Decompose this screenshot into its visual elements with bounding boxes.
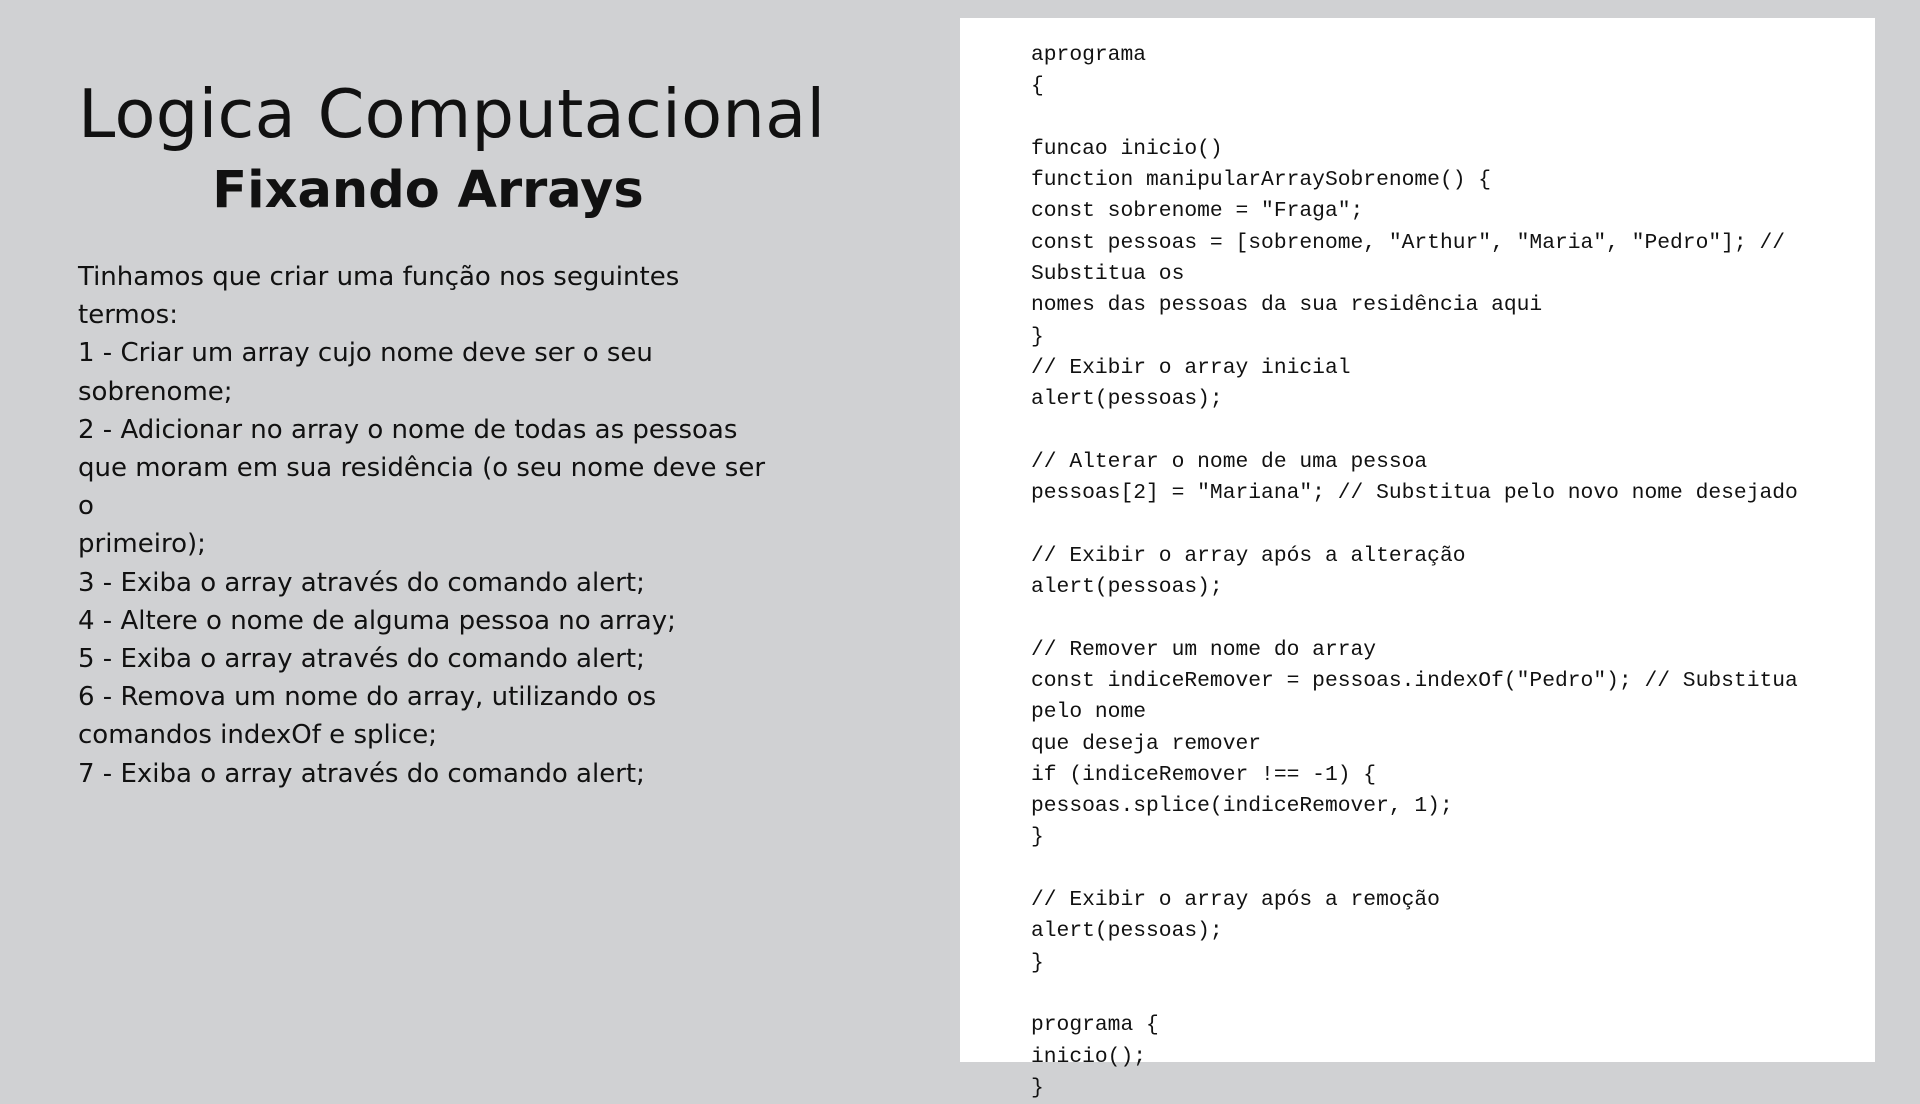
code-card: aprograma { funcao inicio() function man… (960, 18, 1875, 1100)
code-listing: aprograma { funcao inicio() function man… (1031, 43, 1798, 1100)
left-panel: Logica Computacional Fixando Arrays Tinh… (78, 70, 826, 793)
slide-title: Logica Computacional (78, 75, 826, 153)
slide: Logica Computacional Fixando Arrays Tinh… (78, 18, 1875, 1100)
slide-subtitle: Fixando Arrays (212, 161, 644, 220)
instructions-text: Tinhamos que criar uma função nos seguin… (78, 262, 766, 789)
